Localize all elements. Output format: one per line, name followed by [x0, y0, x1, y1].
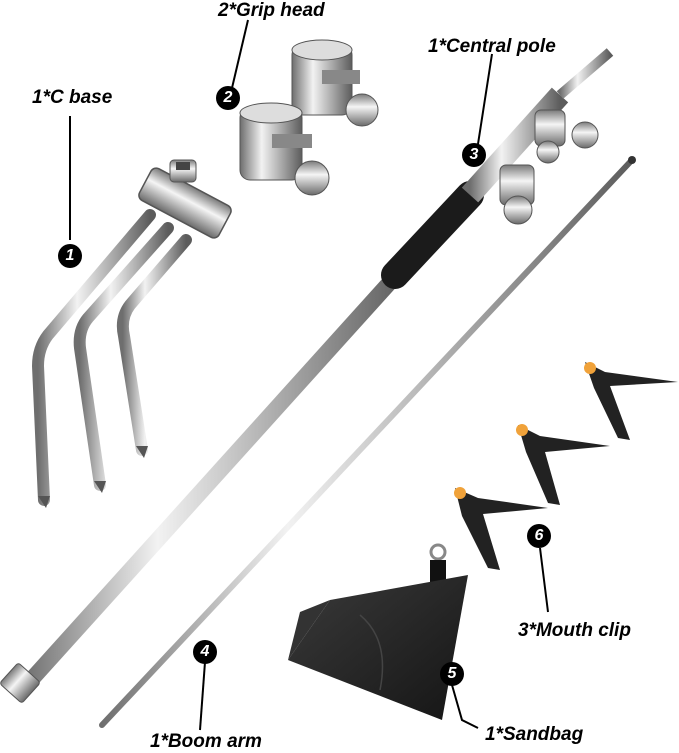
- leader-lines: [69, 19, 549, 731]
- boom-arm: [99, 156, 636, 728]
- grip-head-upper: [291, 39, 379, 127]
- mouth-clip-middle: [516, 424, 610, 505]
- c-base-stand-legs: [31, 159, 232, 508]
- label-mouth-clip: 3*Mouth clip: [518, 620, 631, 641]
- mouth-clip-top: [584, 362, 678, 440]
- mouth-clip-bottom: [454, 487, 548, 570]
- badge-sandbag: 5: [440, 662, 464, 686]
- badge-grip-head: 2: [216, 86, 240, 110]
- sandbag: [288, 543, 468, 720]
- badge-boom-arm: 4: [193, 640, 217, 664]
- badge-mouth-clip: 6: [527, 524, 551, 548]
- label-sandbag: 1*Sandbag: [485, 724, 584, 745]
- label-c-base: 1*C base: [32, 87, 113, 108]
- label-grip-head: 2*Grip head: [218, 0, 325, 21]
- badge-c-base: 1: [58, 244, 82, 268]
- label-central-pole: 1*Central pole: [428, 36, 556, 57]
- badge-central-pole: 3: [462, 143, 486, 167]
- label-boom-arm: 1*Boom arm: [150, 731, 262, 752]
- grip-head-lower: [239, 102, 330, 196]
- central-pole: [0, 48, 614, 703]
